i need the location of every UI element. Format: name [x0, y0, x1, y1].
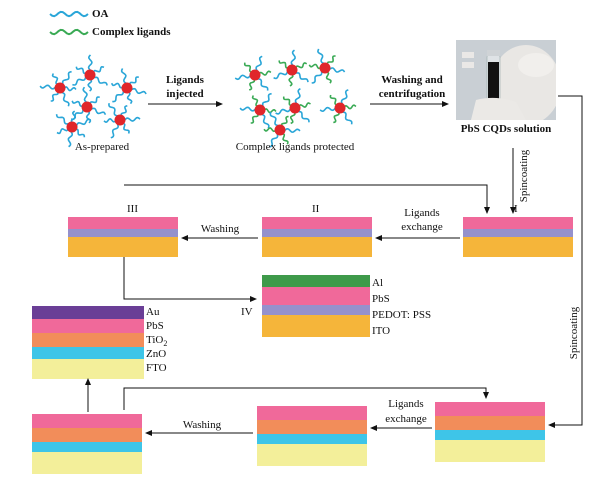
quantum-dot	[66, 121, 78, 133]
label-stage-iv: IV	[241, 306, 253, 318]
stack-b1	[435, 402, 545, 462]
stack-i	[463, 217, 573, 257]
tio2-layer	[32, 333, 144, 347]
quantum-dot	[289, 102, 301, 114]
quantum-dot	[286, 64, 298, 76]
quantum-dot	[254, 104, 266, 116]
vial-photo	[456, 40, 556, 120]
quantum-dot	[114, 114, 126, 126]
pedot-layer	[262, 229, 372, 237]
fto-layer	[32, 359, 144, 379]
nanoparticle-clusters	[39, 48, 357, 148]
zno-layer	[435, 430, 545, 440]
arrow-to-device-iv	[123, 257, 257, 302]
legend-oa-swatch	[49, 10, 89, 18]
ito-layer	[463, 237, 573, 257]
stage-as-prepared: As-prepared	[74, 141, 130, 153]
pbs-layer	[32, 414, 142, 428]
protected-cluster	[234, 48, 357, 148]
zno-layer	[257, 434, 367, 444]
legend-complex-swatch	[49, 28, 89, 36]
zno-layer	[32, 442, 142, 452]
ito-layer	[68, 237, 178, 257]
ligands-exchange-label-1a: Ligands	[404, 207, 440, 219]
spincoating-label-2: Spincoating	[568, 306, 580, 360]
quantum-dot	[319, 62, 331, 74]
ligands-injected-label-1: Ligands	[166, 74, 204, 86]
arrow-spincoating-2	[548, 95, 583, 428]
ligands-exchange-label-1b: Ligands	[388, 398, 424, 410]
pbs-layer	[262, 287, 370, 305]
pbs-layer	[32, 319, 144, 333]
quantum-dot	[121, 82, 133, 94]
stack-b2	[257, 406, 367, 466]
tio2-layer	[435, 416, 545, 430]
quantum-dot	[249, 69, 261, 81]
device-v-layer-fto: FTO	[146, 362, 167, 374]
device-iv-layer-pbs: PbS	[372, 293, 390, 305]
device-v-layer-zno: ZnO	[146, 348, 167, 360]
au-layer	[32, 306, 144, 319]
ito-layer	[262, 237, 372, 257]
pbs-layer	[262, 217, 372, 229]
pedot-layer	[262, 305, 370, 315]
process-arrows	[85, 95, 583, 436]
arrow-loop-bottom	[123, 387, 489, 410]
stack-v	[32, 306, 144, 379]
al-layer	[262, 275, 370, 287]
device-v-layer-pbs: PbS	[146, 320, 164, 332]
label-stage-i: I	[514, 203, 518, 215]
quantum-dot	[274, 124, 286, 136]
ligands-exchange-label-2b: exchange	[385, 413, 427, 425]
ligands-injected-label-2: injected	[166, 88, 204, 100]
pbs-layer	[257, 406, 367, 420]
film-stacks	[32, 217, 573, 474]
stack-b3	[32, 414, 142, 474]
tio2-layer	[32, 428, 142, 442]
arrow-loop-top	[124, 184, 490, 214]
stack-iii	[68, 217, 178, 257]
pedot-layer	[68, 229, 178, 237]
legend-complex-label: Complex ligands	[92, 26, 171, 38]
pedot-layer	[463, 229, 573, 237]
stack-ii	[262, 217, 372, 257]
quantum-dot	[81, 101, 93, 113]
quantum-dot	[334, 102, 346, 114]
stage-protected: Complex ligands protected	[235, 141, 355, 153]
device-v-layer-au: Au	[146, 306, 160, 318]
tio2-layer	[257, 420, 367, 434]
device-v-layer-tio2: TiO2	[146, 334, 168, 349]
as-prepared-cluster	[39, 54, 147, 148]
device-iv-layer-ito: ITO	[372, 325, 391, 337]
fto-layer	[32, 452, 142, 474]
washing-centrifugation-label-1: Washing and	[381, 74, 443, 86]
washing-centrifugation-label-2: centrifugation	[378, 88, 446, 100]
washing-label-b: Washing	[182, 419, 222, 431]
pbs-layer	[435, 402, 545, 416]
fto-layer	[435, 440, 545, 462]
stack-iv	[262, 275, 370, 337]
label-stage-ii: II	[312, 203, 320, 215]
zno-layer	[32, 347, 144, 359]
device-iv-layer-pedot: PEDOT: PSS	[372, 309, 432, 321]
pbs-layer	[68, 217, 178, 229]
quantum-dot	[54, 82, 66, 94]
spincoating-label-1: Spincoating	[518, 149, 530, 203]
stage-solution: PbS CQDs solution	[460, 123, 552, 135]
washing-label-a: Washing	[200, 223, 240, 235]
quantum-dot	[84, 69, 96, 81]
legend-group	[49, 10, 89, 36]
ligands-exchange-label-2a: exchange	[401, 221, 443, 233]
device-iv-layer-al: Al	[372, 277, 383, 289]
label-stage-iii: III	[127, 203, 138, 215]
fto-layer	[257, 444, 367, 466]
pbs-layer	[463, 217, 573, 229]
legend-oa-label: OA	[92, 8, 109, 20]
ito-layer	[262, 315, 370, 337]
